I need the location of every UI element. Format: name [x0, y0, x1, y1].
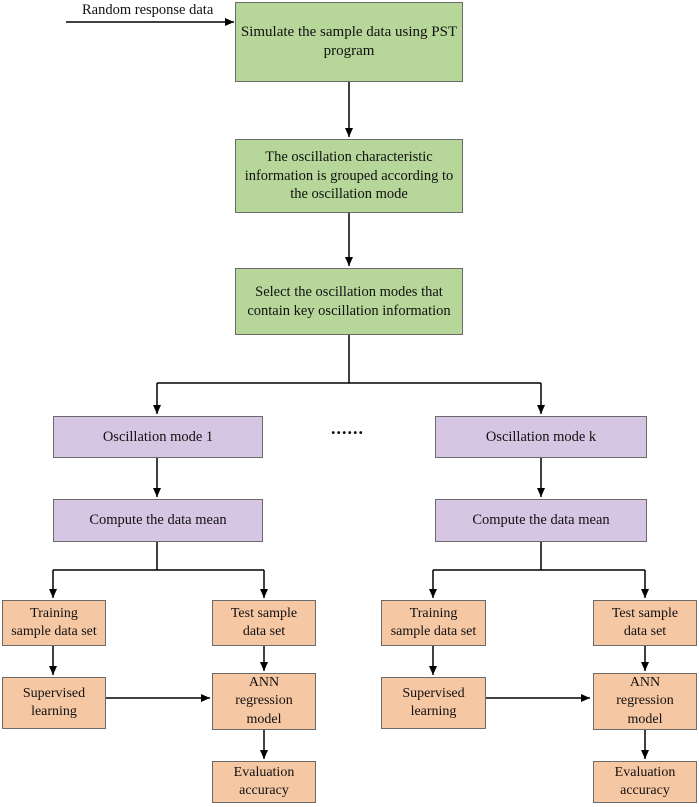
training-box-k: Training sample data set — [381, 600, 486, 646]
ellipsis: ...... — [331, 418, 364, 438]
mean-box-1: Compute the data mean — [53, 499, 263, 542]
step-simulate: Simulate the sample data using PST progr… — [235, 2, 463, 82]
test-label-1: Test sample data set — [230, 605, 298, 639]
mode-label-k: Oscillation mode k — [485, 428, 597, 445]
ann-box-k: ANN regression model — [593, 673, 697, 730]
ann-box-1: ANN regression model — [212, 673, 316, 730]
training-box-1: Training sample data set — [2, 600, 106, 646]
test-label-k: Test sample data set — [611, 605, 679, 639]
step-select-text: Select the oscillation modes that contai… — [247, 283, 451, 319]
supervised-label-1: Supervised learning — [22, 685, 86, 719]
input-label: Random response data — [82, 2, 214, 18]
mean-label-1: Compute the data mean — [89, 512, 227, 529]
evaluation-box-1: Evaluation accuracy — [212, 761, 316, 803]
mode-label-1: Oscillation mode 1 — [102, 428, 214, 445]
step-select: Select the oscillation modes that contai… — [235, 268, 463, 335]
test-box-k: Test sample data set — [593, 600, 697, 646]
training-label-k: Training sample data set — [390, 605, 477, 639]
mode-box-1: Oscillation mode 1 — [53, 416, 263, 458]
ann-label-k: ANN regression model — [616, 675, 674, 727]
step-group-text: The oscillation characteristic informati… — [244, 148, 454, 203]
step-simulate-text: Simulate the sample data using PST progr… — [240, 23, 458, 60]
evaluation-label-1: Evaluation accuracy — [233, 764, 295, 798]
test-box-1: Test sample data set — [212, 600, 316, 646]
training-label-1: Training sample data set — [11, 605, 97, 639]
evaluation-box-k: Evaluation accuracy — [593, 761, 697, 803]
mode-box-k: Oscillation mode k — [435, 416, 647, 458]
supervised-box-k: Supervised learning — [381, 677, 486, 729]
ann-label-1: ANN regression model — [235, 675, 293, 727]
mean-box-k: Compute the data mean — [435, 499, 647, 542]
supervised-box-1: Supervised learning — [2, 677, 106, 729]
evaluation-label-k: Evaluation accuracy — [614, 764, 676, 798]
step-group: The oscillation characteristic informati… — [235, 139, 463, 213]
supervised-label-k: Supervised learning — [402, 685, 465, 719]
mean-label-k: Compute the data mean — [472, 512, 610, 529]
